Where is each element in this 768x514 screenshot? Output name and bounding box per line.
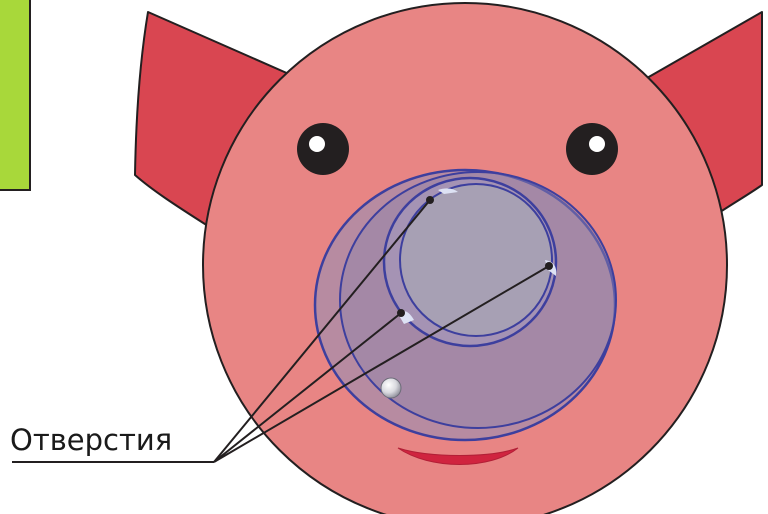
left-eye-icon [297,123,349,175]
snout [315,170,616,440]
hole-marker-left [397,309,405,317]
right-eye-icon [566,123,618,175]
hole-marker-top [426,196,434,204]
green-panel [0,0,30,190]
bead-icon [381,378,401,398]
callout-label: Отверстия [10,423,172,457]
snout-disc-inner [400,184,552,336]
hole-marker-right [545,262,553,270]
